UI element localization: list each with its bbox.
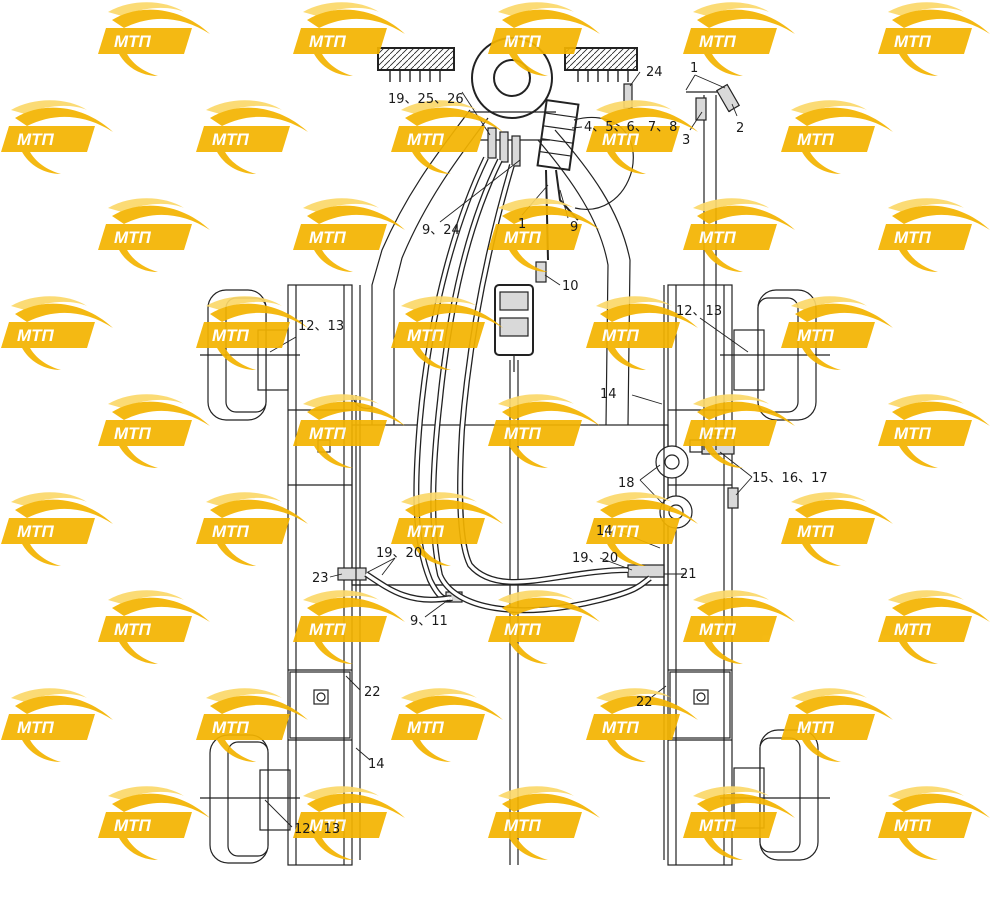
watermark-logo bbox=[98, 590, 210, 664]
watermark-logo bbox=[781, 492, 893, 566]
watermark-logo bbox=[488, 786, 600, 860]
watermark-logo bbox=[196, 492, 308, 566]
leader-lines bbox=[264, 71, 753, 828]
fittings-cluster bbox=[487, 127, 521, 167]
callout-14-lower-left: 14 bbox=[368, 757, 385, 772]
valve-manifold-right bbox=[564, 47, 638, 82]
callout-9-24: 9、24 bbox=[422, 223, 460, 238]
callout-3: 3 bbox=[682, 133, 690, 148]
callout-12-13-front-left: 12、13 bbox=[298, 319, 344, 334]
watermark-logo bbox=[1, 492, 113, 566]
callout-21: 21 bbox=[680, 567, 697, 582]
watermark-logo bbox=[98, 2, 210, 76]
watermark-logo bbox=[878, 2, 990, 76]
callout-1-mid: 1 bbox=[518, 217, 526, 232]
callout-19-20-left: 19、20 bbox=[376, 546, 422, 561]
watermark-logo bbox=[98, 786, 210, 860]
callout-23: 23 bbox=[312, 571, 329, 586]
callout-22-left: 22 bbox=[364, 685, 381, 700]
callout-14-mid-right: 14 bbox=[596, 524, 613, 539]
callout-18: 18 bbox=[618, 476, 635, 491]
watermark-logo bbox=[683, 2, 795, 76]
hydraulic-hoses bbox=[351, 83, 741, 614]
watermark-logo bbox=[781, 100, 893, 174]
control-valve-block bbox=[536, 98, 580, 172]
watermark-logo bbox=[1, 688, 113, 762]
watermark-logo bbox=[98, 394, 210, 468]
callout-12-13-rear-left: 12、13 bbox=[294, 822, 340, 837]
watermark-logo bbox=[683, 198, 795, 272]
watermark-logo bbox=[878, 198, 990, 272]
callout-15-16-17: 15、16、17 bbox=[752, 471, 828, 486]
callout-4-5-6-7-8: 4、5、6、7、8 bbox=[584, 120, 677, 135]
wheel-rear-left bbox=[200, 734, 300, 864]
watermark-logo bbox=[683, 590, 795, 664]
callout-9: 9 bbox=[570, 220, 578, 235]
watermark-logo bbox=[1, 296, 113, 370]
watermark-logo bbox=[1, 100, 113, 174]
watermark-logo bbox=[293, 590, 405, 664]
callout-9-11: 9、11 bbox=[410, 614, 448, 629]
hydraulic-pump bbox=[494, 261, 547, 372]
callout-12-13-front-right: 12、13 bbox=[676, 304, 722, 319]
wheels bbox=[200, 289, 830, 864]
callout-labels: 19、25、26 24 1 2 3 4、5、6、7、8 9、24 1 9 10 … bbox=[294, 61, 828, 837]
watermark-logo bbox=[878, 394, 990, 468]
callout-10: 10 bbox=[562, 279, 579, 294]
watermark-logo bbox=[196, 100, 308, 174]
watermark-logo bbox=[878, 786, 990, 860]
watermark-logo bbox=[488, 394, 600, 468]
callout-19-25-26: 19、25、26 bbox=[388, 92, 464, 107]
watermark-logo bbox=[98, 198, 210, 272]
watermark-logo bbox=[391, 688, 503, 762]
callout-1-top: 1 bbox=[690, 61, 698, 76]
callout-14-upper-right: 14 bbox=[600, 387, 617, 402]
watermark-logo bbox=[878, 590, 990, 664]
callout-2: 2 bbox=[736, 121, 744, 136]
watermark-logo bbox=[293, 394, 405, 468]
callout-22-right: 22 bbox=[636, 695, 653, 710]
callout-19-20-right: 19、20 bbox=[572, 551, 618, 566]
callout-24-top: 24 bbox=[646, 65, 663, 80]
valve-manifold-left bbox=[377, 47, 455, 82]
